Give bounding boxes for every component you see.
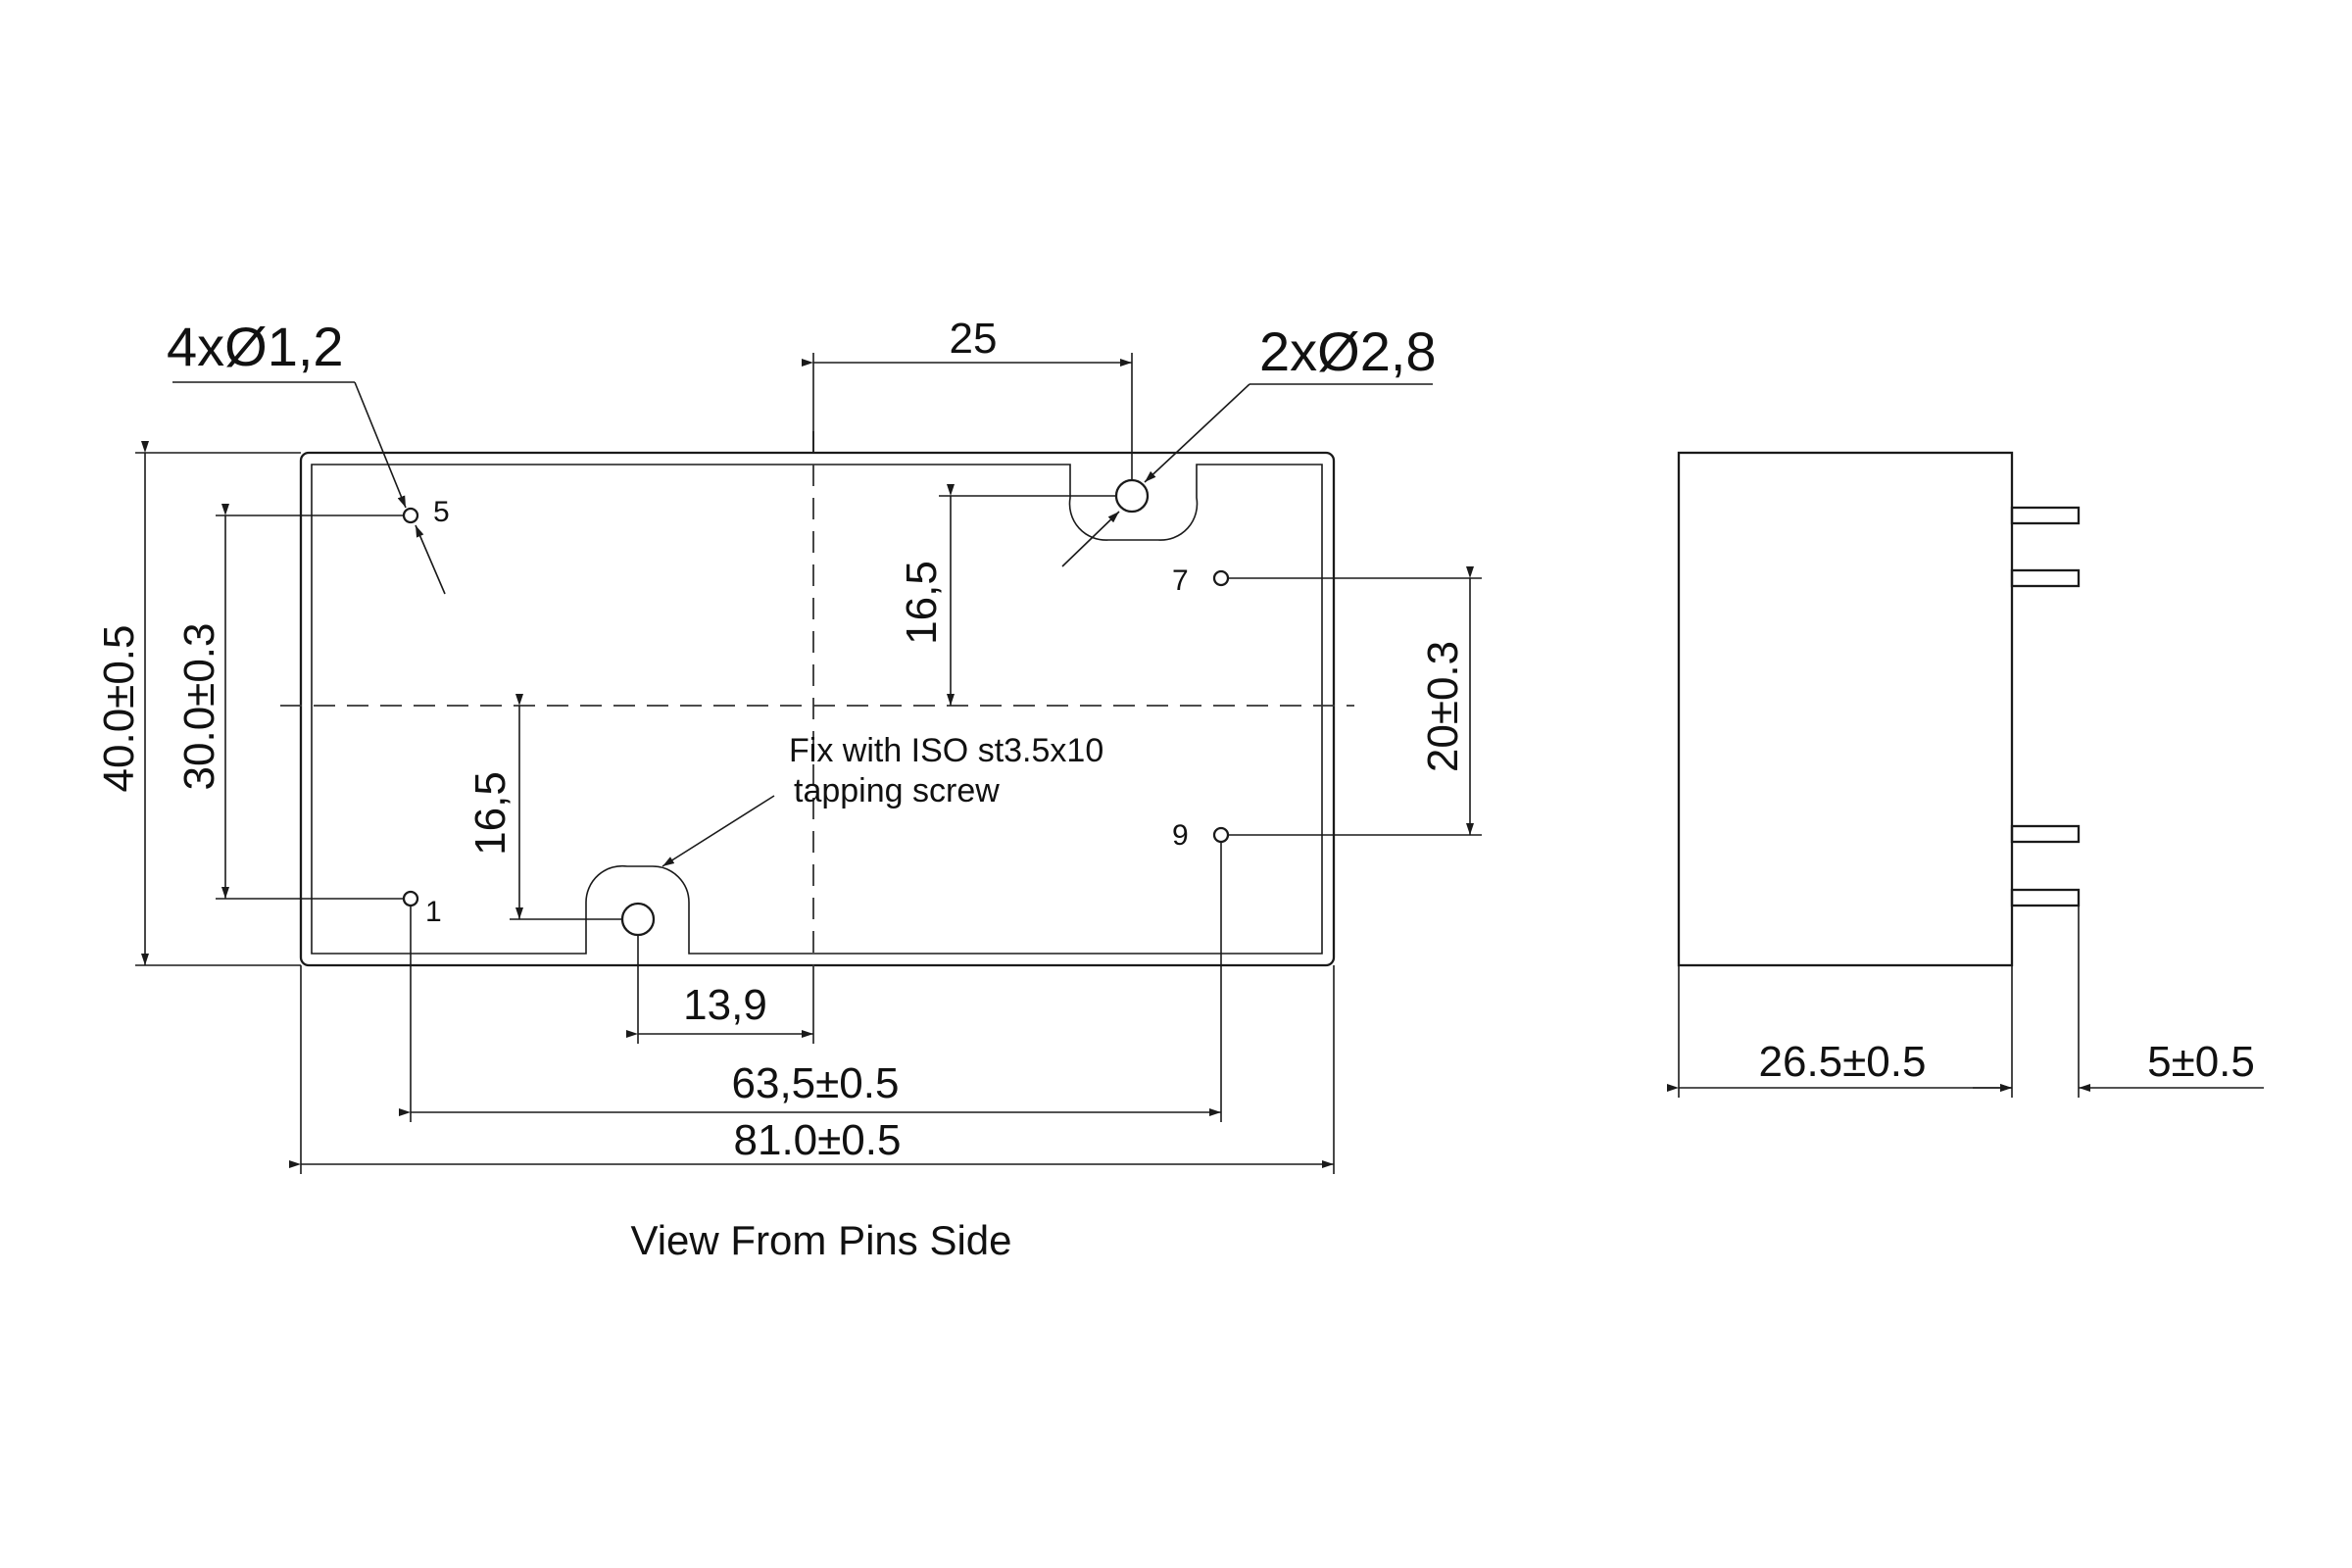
screw-note-line2: tapping screw: [794, 772, 1000, 809]
pin-5-hole: [402, 507, 419, 524]
screw-note: Fix with ISO st3.5x10 tapping screw: [662, 732, 1103, 867]
dim-pin-spacing-horizontal-text: 63,5±0.5: [732, 1059, 900, 1107]
pin-hole-callout: 4xØ1,2: [167, 316, 446, 595]
dim-pin-length: 5±0.5: [1973, 906, 2264, 1098]
pin-7-hole: [1212, 569, 1230, 587]
view-caption: View From Pins Side: [630, 1217, 1011, 1263]
side-pin-4: [2010, 888, 2081, 907]
dim-pin-spacing-vertical: 30.0±0.3: [175, 504, 404, 900]
pin-9-hole: [1212, 826, 1230, 844]
front-view: 5 1 7 9 4xØ1,2 2xØ2,8 25 16,: [95, 315, 1482, 1263]
dim-mount-top-offset-text: 16,5: [898, 561, 946, 645]
dim-pin-spacing-vertical-text: 30.0±0.3: [175, 623, 223, 791]
dim-mount-bottom-offset-text: 16,5: [466, 771, 514, 856]
dim-side-depth-text: 26.5±0.5: [1759, 1038, 1927, 1086]
screw-note-line1: Fix with ISO st3.5x10: [789, 732, 1103, 769]
dim-mount-bottom-offset: 16,5: [466, 694, 622, 920]
side-pin-3: [2010, 824, 2081, 844]
dim-pin-length-text: 5±0.5: [2147, 1038, 2255, 1086]
dim-height-total-text: 40.0±0.5: [95, 625, 143, 793]
dim-mount-bottom-horizontal-text: 13,9: [683, 981, 767, 1029]
mount-hole-bottom: [620, 902, 656, 937]
dim-height-total: 40.0±0.5: [95, 441, 301, 966]
dim-width-total: 81.0±0.5: [289, 965, 1335, 1174]
mount-hole-callout: 2xØ2,8: [1061, 320, 1437, 567]
dim-mount-horizontal-text: 25: [950, 315, 998, 363]
dim-mount-horizontal: 25: [802, 315, 1133, 480]
side-pin-2: [2010, 568, 2081, 588]
case-outline: [299, 451, 1336, 967]
mount-hole-callout-text: 2xØ2,8: [1259, 320, 1437, 382]
case-inner-outline: [311, 464, 1323, 955]
side-pin-1: [2010, 506, 2081, 525]
pin-1-label: 1: [425, 896, 442, 928]
dim-mount-bottom-horizontal: 13,9: [626, 935, 814, 1044]
pin-9-label: 9: [1172, 819, 1189, 852]
pin-hole-callout-text: 4xØ1,2: [167, 316, 344, 377]
side-view: 26.5±0.5 5±0.5: [1667, 451, 2264, 1098]
dim-side-depth: 26.5±0.5: [1667, 965, 2013, 1098]
dim-width-total-text: 81.0±0.5: [734, 1116, 902, 1164]
dim-mount-top-offset: 16,5: [898, 484, 1116, 706]
side-case-outline: [1677, 451, 2014, 967]
dim-right-pin-spacing-text: 20±0.3: [1419, 641, 1467, 772]
dim-right-pin-spacing: 20±0.3: [1228, 566, 1482, 836]
mount-hole-top: [1114, 478, 1150, 514]
pin-7-label: 7: [1172, 564, 1189, 597]
pin-1-hole: [402, 890, 419, 907]
pin-5-label: 5: [433, 496, 450, 528]
dim-pin-spacing-horizontal: 63,5±0.5: [399, 842, 1222, 1122]
